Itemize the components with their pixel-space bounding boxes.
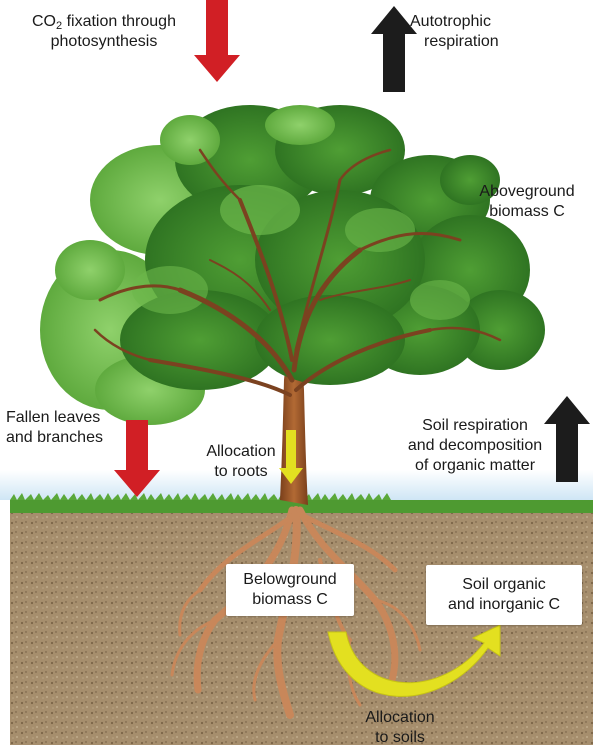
allocation-to-soils-label: Allocation to soils (352, 708, 448, 748)
allocation-to-roots-label: Allocation to roots (196, 442, 286, 482)
aboveground-biomass-label: Aboveground biomass C (472, 182, 582, 222)
autotrophic-respiration-label: Autotrophic respiration (410, 12, 520, 52)
fallen-leaves-label: Fallen leaves and branches (6, 408, 114, 448)
soil-respiration-label: Soil respiration and decomposition of or… (400, 416, 550, 476)
belowground-biomass-box: Belowground biomass C (226, 564, 354, 616)
soil-respiration-arrow (544, 396, 590, 482)
soil (10, 505, 593, 745)
co2-fixation-arrow (194, 0, 240, 82)
soil-carbon-box: Soil organic and inorganic C (426, 565, 582, 625)
co2-fixation-label: CO2 fixation through photosynthesis (18, 12, 190, 52)
